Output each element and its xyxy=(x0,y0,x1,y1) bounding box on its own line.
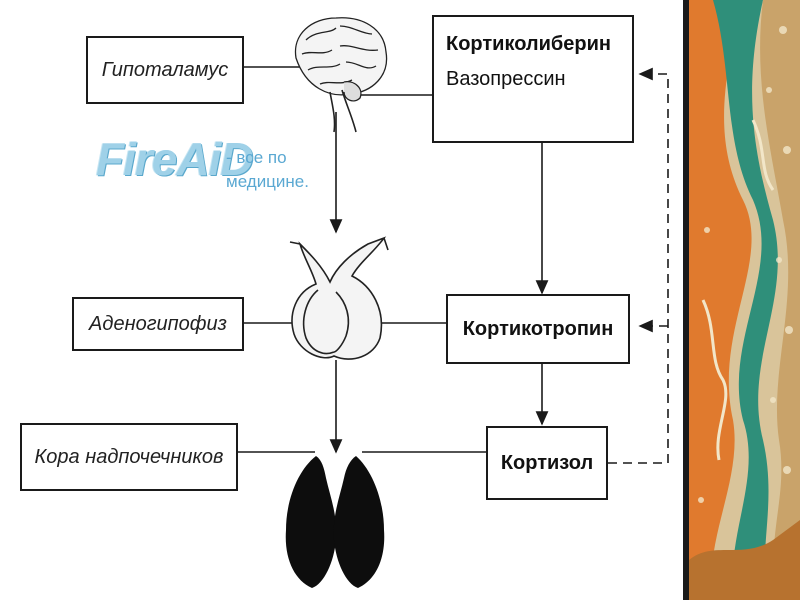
cortisol-label: Кортизол xyxy=(500,451,594,474)
watermark: FireAiD - все по медицине. xyxy=(96,128,336,212)
adrenal-cortex-label-box: Кора надпочечников xyxy=(20,423,238,491)
acth-box: Кортикотропин xyxy=(446,294,630,364)
feedback-to-crh-arrow xyxy=(608,67,669,464)
hypothalamus-label-box: Гипоталамус xyxy=(86,36,244,104)
crh-label: Кортиколиберин xyxy=(446,33,611,55)
watermark-logo: FireAiD xyxy=(96,133,254,185)
brain-icon xyxy=(294,17,388,133)
pituitary-icon xyxy=(289,236,389,360)
watermark-tagline-line1: - все по xyxy=(226,148,287,167)
decorative-side-strip xyxy=(683,0,800,600)
vasopressin-label: Вазопрессин xyxy=(446,68,566,90)
adenohypophysis-label: Аденогипофиз xyxy=(89,312,227,335)
cortisol-box: Кортизол xyxy=(486,426,608,500)
adrenal-glands-icon xyxy=(285,456,385,588)
watermark-tagline: - все по медицине. xyxy=(226,146,309,194)
adenohypophysis-label-box: Аденогипофиз xyxy=(72,297,244,351)
adrenal-cortex-label: Кора надпочечников xyxy=(34,445,224,468)
watermark-tagline-line2: медицине. xyxy=(226,172,309,191)
hypothalamus-label: Гипоталамус xyxy=(101,58,229,81)
crh-box: Кортиколиберин Вазопрессин xyxy=(432,15,634,143)
acth-label: Кортикотропин xyxy=(462,317,614,340)
